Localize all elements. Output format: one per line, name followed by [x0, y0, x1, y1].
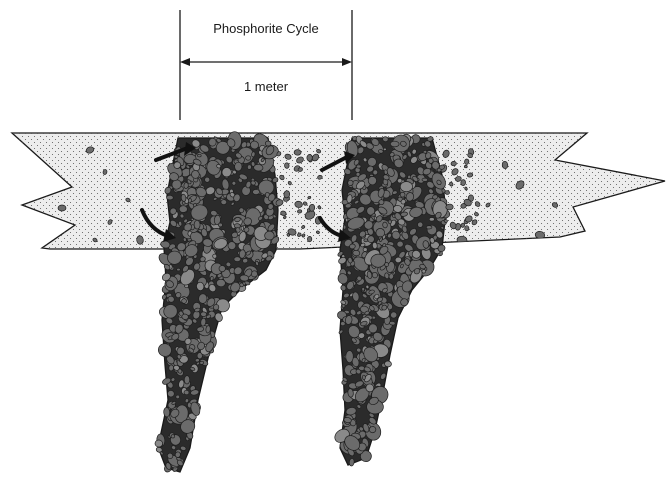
pebble: [265, 141, 271, 146]
pebble: [467, 172, 473, 177]
pebble: [199, 361, 203, 365]
pebble: [240, 275, 249, 282]
pebble: [173, 161, 181, 169]
pebble: [198, 294, 207, 304]
pebble: [346, 350, 354, 362]
pebble: [444, 219, 448, 223]
pebble: [155, 440, 163, 448]
pebble: [460, 179, 465, 185]
pebble: [465, 226, 469, 231]
pebble: [464, 159, 469, 165]
pebble: [378, 149, 383, 153]
pebble: [389, 321, 395, 325]
pebble: [426, 226, 432, 229]
pebble: [307, 154, 313, 161]
pebble: [176, 395, 180, 399]
pebble: [241, 226, 244, 230]
pebble: [179, 206, 187, 213]
scale-label: 1 meter: [180, 80, 352, 93]
pebble: [390, 141, 399, 147]
pebble: [395, 257, 402, 263]
pebble: [457, 236, 468, 244]
pebble: [176, 268, 180, 271]
pebble: [379, 200, 384, 205]
pebble: [197, 154, 201, 157]
pebble: [400, 192, 405, 197]
pebble: [242, 258, 248, 263]
pebble: [171, 435, 175, 438]
pebble: [366, 285, 370, 289]
pebble: [218, 223, 223, 227]
pebble: [384, 361, 392, 368]
pebble: [221, 200, 227, 205]
pebble: [382, 222, 387, 228]
pebble: [345, 203, 352, 208]
pebble: [194, 220, 200, 229]
pebble: [294, 149, 301, 155]
pebble: [178, 221, 182, 226]
pebble: [206, 325, 211, 333]
pebble: [363, 248, 367, 252]
pebble: [451, 161, 457, 166]
pebble: [422, 178, 428, 182]
pebble: [372, 213, 376, 216]
pebble: [422, 269, 427, 273]
pebble: [370, 174, 374, 176]
pebble: [163, 407, 170, 417]
pebble: [175, 452, 181, 458]
dimension-arrowhead-right: [342, 58, 352, 66]
pebble: [231, 232, 238, 238]
pebble: [169, 365, 174, 371]
pebble: [253, 189, 260, 194]
pebble: [343, 225, 346, 229]
pebble: [246, 156, 251, 160]
pebble: [212, 254, 217, 259]
pebble: [502, 161, 508, 169]
pebble: [388, 220, 391, 224]
pebble: [307, 236, 312, 242]
pebble: [400, 182, 412, 192]
pebble: [390, 311, 397, 318]
pebble: [166, 195, 173, 200]
pebble: [247, 165, 251, 170]
pebble: [400, 298, 408, 306]
pebble: [183, 237, 187, 241]
pebble: [297, 209, 302, 213]
pebble: [445, 204, 453, 211]
sediment-bed: [12, 133, 665, 249]
pebble: [397, 241, 404, 247]
pebble: [235, 162, 243, 171]
pebble: [464, 165, 467, 168]
pebble: [429, 217, 434, 221]
pebble: [284, 163, 289, 169]
pebble: [58, 205, 66, 211]
cycle-label: Phosphorite Cycle: [180, 22, 352, 35]
phosphorite-column-left: [155, 131, 283, 474]
pebble: [384, 170, 388, 175]
phosphorite-column-right: [332, 132, 450, 466]
pebble: [219, 265, 226, 272]
pebble: [349, 244, 355, 249]
pebble: [307, 209, 310, 213]
pebble: [345, 218, 348, 222]
pebble: [184, 182, 189, 188]
pebble: [445, 190, 450, 195]
pebble: [200, 312, 206, 317]
pebble: [362, 375, 365, 380]
pebble: [284, 190, 291, 198]
pebble: [184, 390, 189, 395]
pebble: [368, 324, 378, 334]
pebble: [264, 231, 274, 240]
pebble: [184, 376, 190, 384]
dimension-arrowhead-left: [180, 58, 190, 66]
pebble: [362, 287, 365, 291]
